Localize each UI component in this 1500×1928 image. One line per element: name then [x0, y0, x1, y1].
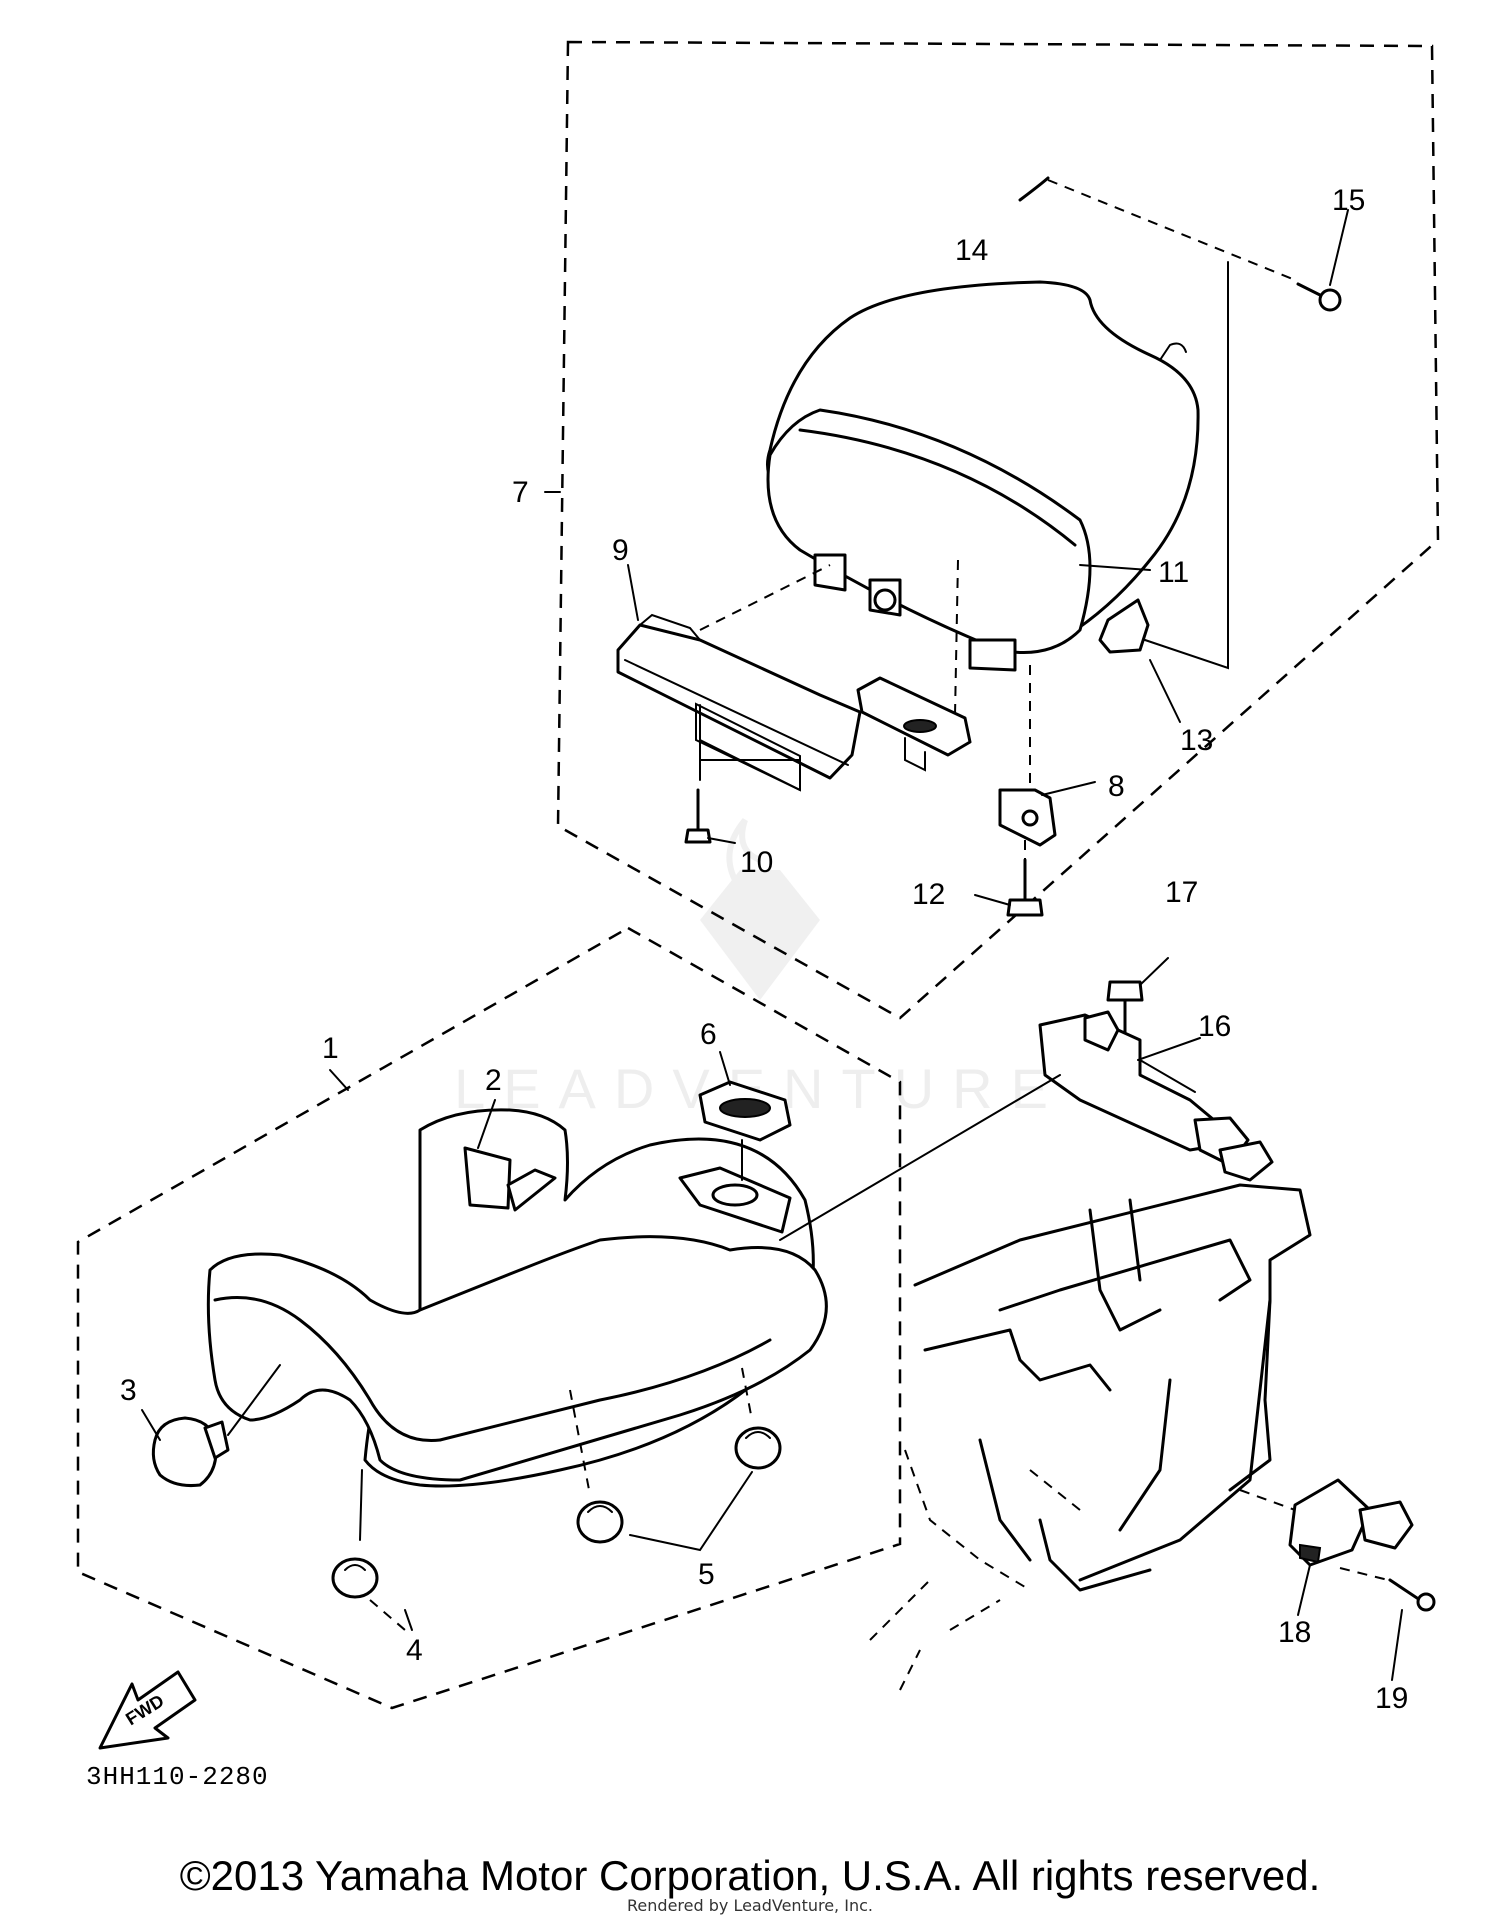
- callout-14: 14: [955, 234, 988, 267]
- diagram-code: 3HH110-2280: [86, 1762, 269, 1792]
- callout-17: 17: [1165, 876, 1198, 909]
- callout-16: 16: [1198, 1010, 1231, 1043]
- callout-2: 2: [485, 1064, 502, 1097]
- callout-12: 12: [912, 878, 945, 911]
- bolt-12: [1006, 858, 1044, 917]
- damper-5b: [734, 1426, 782, 1470]
- knob-3: [151, 1416, 230, 1487]
- copyright-notice: ©2013 Yamaha Motor Corporation, U.S.A. A…: [179, 1852, 1321, 1899]
- pin-14: [1018, 176, 1050, 202]
- frame: [869, 1183, 1312, 1691]
- rear-seat-group-boundary: [556, 40, 1440, 1020]
- damper-5a: [576, 1500, 624, 1544]
- bolt-15: [1296, 282, 1342, 312]
- callout-9: 9: [612, 534, 629, 567]
- callout-15: 15: [1332, 184, 1365, 217]
- main-seat-group-boundary: [76, 926, 902, 1710]
- rail-bracket: [616, 613, 862, 792]
- damper-4: [331, 1557, 379, 1599]
- callout-numbers: 1 2 3 4 5 6 7 8 9 10 11 12 13 14 15 16 1…: [120, 184, 1408, 1715]
- forward-direction-arrow: FWD: [98, 1670, 197, 1750]
- callout-18: 18: [1278, 1616, 1311, 1649]
- callout-5: 5: [698, 1558, 715, 1591]
- callout-8: 8: [1108, 770, 1125, 803]
- bracket-13: [1098, 598, 1150, 654]
- callout-3: 3: [120, 1374, 137, 1407]
- callout-19: 19: [1375, 1682, 1408, 1715]
- callout-10: 10: [740, 846, 773, 879]
- seat-lock-16: [1038, 1010, 1274, 1182]
- callout-7: 7: [512, 476, 529, 509]
- bolt-10: [684, 788, 712, 844]
- callout-1: 1: [322, 1032, 339, 1065]
- rear-seat: [766, 280, 1200, 672]
- helmet-lock-18: [1288, 1478, 1414, 1567]
- callout-13: 13: [1180, 724, 1213, 757]
- callout-6: 6: [700, 1018, 717, 1051]
- callout-leaders: [141, 209, 1403, 1681]
- main-seat: [206, 1108, 828, 1488]
- screw-19: [1388, 1578, 1436, 1612]
- render-credit: Rendered by LeadVenture, Inc.: [627, 1896, 873, 1915]
- callout-4: 4: [406, 1634, 423, 1667]
- seat-hook-bracket: [856, 676, 972, 772]
- bracket-8: [998, 788, 1057, 847]
- callout-11: 11: [1158, 556, 1189, 589]
